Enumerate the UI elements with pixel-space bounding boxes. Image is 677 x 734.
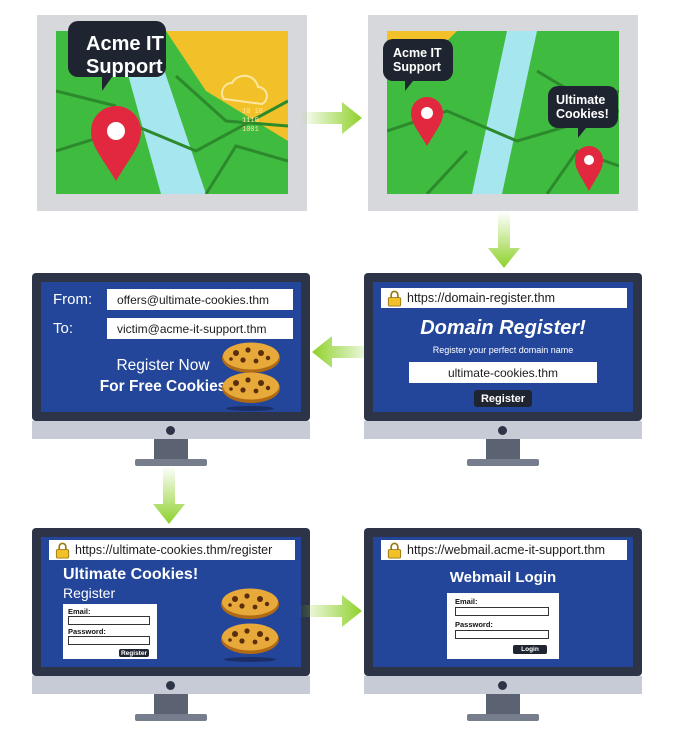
speech-bubble-acme: Acme IT Support <box>68 21 166 91</box>
address-bar[interactable]: https://domain-register.thm <box>381 288 627 308</box>
webmail-screen: https://webmail.acme-it-support.thm Webm… <box>373 537 633 667</box>
webmail-title: Webmail Login <box>449 569 557 586</box>
cookie-icon <box>222 342 280 373</box>
email-label: Email: <box>68 607 91 616</box>
cookies-title: Ultimate Cookies! <box>63 566 199 583</box>
power-led <box>166 426 175 435</box>
password-label: Password: <box>68 627 106 636</box>
speech-bubble-cookies: Ultimate Cookies! <box>548 86 618 138</box>
map-panel-acme: 10 10 1110 1001 Acme IT Support <box>37 15 307 211</box>
cookie-icon <box>221 588 279 619</box>
email-body-line2: For Free Cookies <box>99 378 227 395</box>
map-panel-both: Acme IT Support Ultimate Cookies! <box>368 15 638 211</box>
svg-text:1110: 1110 <box>242 117 259 125</box>
cookie-icon <box>222 372 280 403</box>
monitor-email: From: offers@ultimate-cookies.thm To: vi… <box>32 273 310 466</box>
cookie-shadow <box>226 406 274 411</box>
address-bar-url: https://webmail.acme-it-support.thm <box>407 543 605 557</box>
cookies-subtitle: Register <box>63 585 116 601</box>
address-bar-url: https://ultimate-cookies.thm/register <box>75 543 273 557</box>
password-input[interactable] <box>68 636 150 645</box>
lock-icon <box>55 542 70 559</box>
speech-bubble-acme: Acme IT Support <box>383 39 453 91</box>
map-pin-icon <box>91 106 141 181</box>
arrow-down-icon <box>153 466 185 524</box>
arrow-left-icon <box>312 336 376 368</box>
from-label: From: <box>53 291 93 308</box>
svg-text:10 10: 10 10 <box>242 108 263 116</box>
arrow-right-icon <box>300 102 362 134</box>
password-input[interactable] <box>455 630 549 639</box>
login-button[interactable]: Login <box>513 645 547 654</box>
domain-register-subtitle: Register your perfect domain name <box>432 345 574 355</box>
from-field: offers@ultimate-cookies.thm <box>107 289 293 310</box>
power-led <box>498 426 507 435</box>
arrow-right-icon <box>298 595 362 627</box>
email-input[interactable] <box>68 616 150 625</box>
to-field: victim@acme-it-support.thm <box>107 318 293 339</box>
domain-register-screen: https://domain-register.thm Domain Regis… <box>373 282 633 412</box>
map-pin-icon <box>575 146 603 191</box>
arrow-down-icon <box>488 212 520 268</box>
email-body-line1: Register Now <box>116 357 210 374</box>
cookie-shadow <box>224 657 276 662</box>
webmail-login-form: Email: Password: Login <box>447 593 559 659</box>
cookies-register-screen: https://ultimate-cookies.thm/register Ul… <box>41 537 301 667</box>
to-label: To: <box>53 320 74 337</box>
domain-input[interactable]: ultimate-cookies.thm <box>409 362 597 383</box>
weather-cloud-icon <box>221 74 268 106</box>
email-label: Email: <box>455 597 478 606</box>
cookie-icon <box>221 623 279 654</box>
power-led <box>498 681 507 690</box>
domain-register-title: Domain Register! <box>420 317 586 339</box>
lock-icon <box>387 290 402 307</box>
monitor-domain-register: https://domain-register.thm Domain Regis… <box>364 273 642 466</box>
email-screen: From: offers@ultimate-cookies.thm To: vi… <box>41 282 301 412</box>
address-bar-url: https://domain-register.thm <box>407 291 555 305</box>
cookies-register-form: Email: Password: Register <box>63 604 157 659</box>
register-button[interactable]: Register <box>474 390 532 407</box>
lock-icon <box>387 542 402 559</box>
map-pin-icon <box>411 97 443 146</box>
monitor-webmail: https://webmail.acme-it-support.thm Webm… <box>364 528 642 721</box>
power-led <box>166 681 175 690</box>
map-illustration: 10 10 1110 1001 <box>56 31 288 194</box>
register-button[interactable]: Register <box>119 649 149 657</box>
password-label: Password: <box>455 620 493 629</box>
monitor-cookies-register: https://ultimate-cookies.thm/register Ul… <box>32 528 310 721</box>
svg-text:1001: 1001 <box>242 126 259 134</box>
address-bar[interactable]: https://webmail.acme-it-support.thm <box>381 540 627 560</box>
email-input[interactable] <box>455 607 549 616</box>
address-bar[interactable]: https://ultimate-cookies.thm/register <box>49 540 295 560</box>
